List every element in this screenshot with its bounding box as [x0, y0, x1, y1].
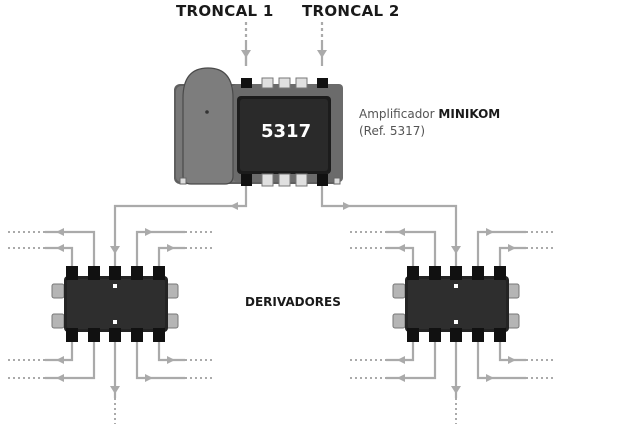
amp-bottom-connectors	[241, 173, 328, 187]
trunk-2-label: TRONCAL 2	[302, 2, 400, 20]
amplifier-caption: Amplificador MINIKOM (Ref. 5317)	[359, 106, 500, 140]
trunk-1-label: TRONCAL 1	[176, 2, 274, 20]
trunk-cables	[244, 22, 324, 66]
amp-output-arrows	[110, 202, 461, 254]
derivador-left	[8, 228, 214, 424]
amp-output-cables	[113, 186, 458, 268]
amplifier	[174, 67, 343, 187]
derivador-right	[350, 228, 556, 424]
amp-top-connectors	[241, 77, 328, 89]
amplifier-reference: (Ref. 5317)	[359, 124, 426, 138]
derivadores-label: DERIVADORES	[245, 295, 341, 309]
amplifier-product-name: MINIKOM	[438, 107, 501, 121]
amplifier-caption-prefix: Amplificador	[359, 107, 435, 121]
amplifier-name-line: Amplificador MINIKOM	[359, 106, 500, 123]
trunk-arrows	[241, 50, 327, 58]
amplifier-model-number: 5317	[261, 121, 312, 142]
